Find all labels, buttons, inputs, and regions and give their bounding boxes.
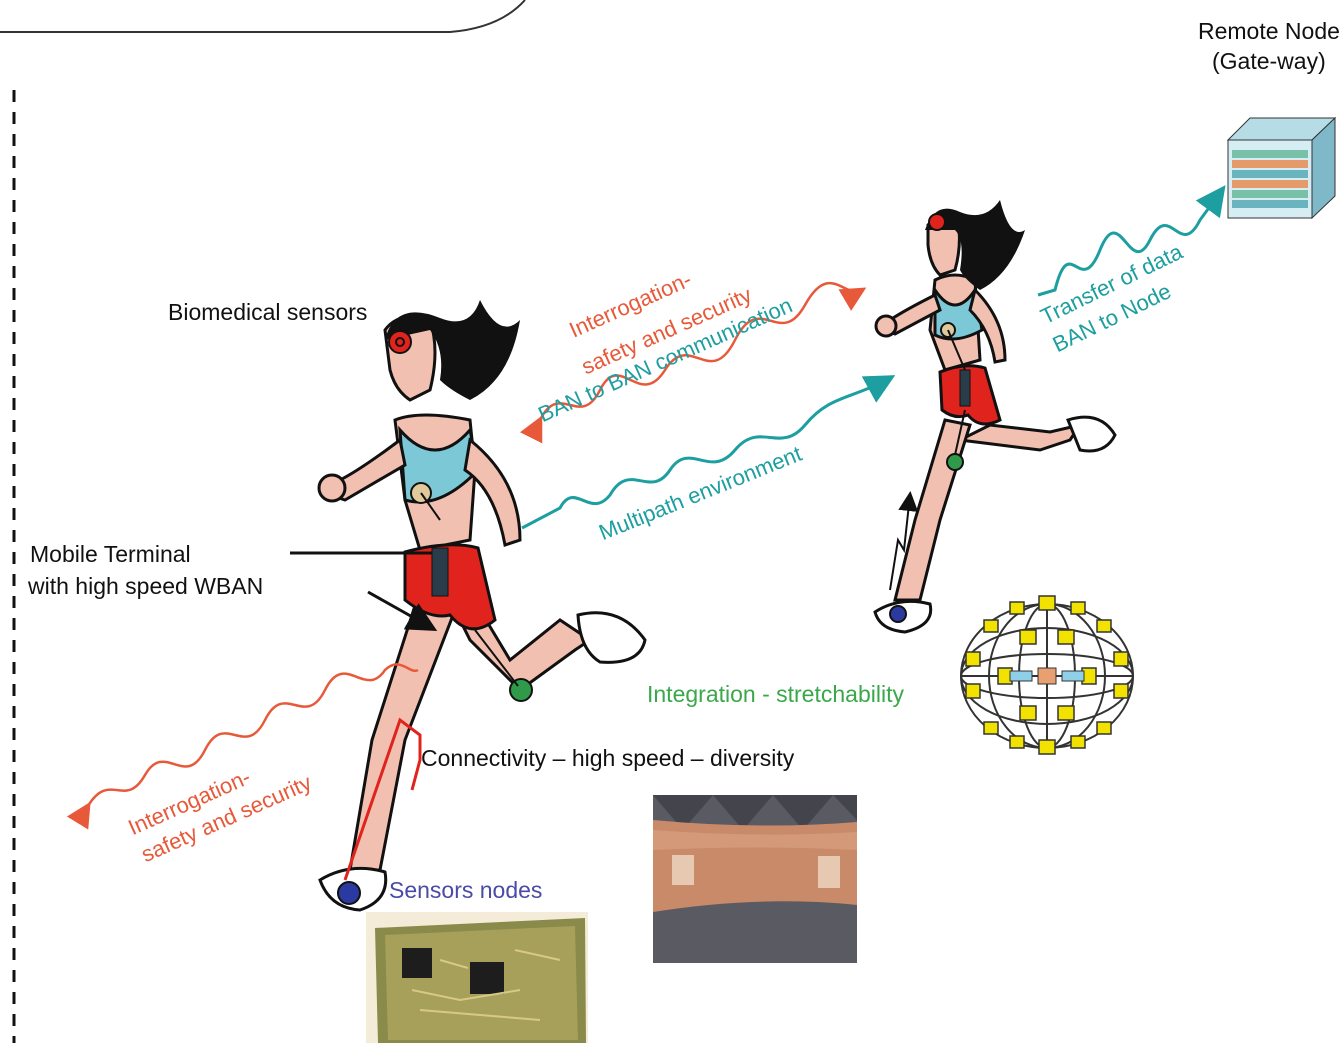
remote-node-cube [1228,118,1335,218]
integration-label: Integration - stretchability [647,681,904,708]
biomedical-sensors-label: Biomedical sensors [168,299,367,326]
top-callout-curve [0,0,525,32]
runner-small [875,200,1115,632]
sensor-board-photo [366,912,588,1043]
arm-sensor-photo [653,795,857,963]
stretchable-mesh [961,596,1133,754]
connectivity-label: Connectivity – high speed – diversity [421,745,794,772]
mobile-terminal-label: Mobile Terminal [30,541,191,568]
sensors-nodes-label: Sensors nodes [389,877,542,904]
gateway-label: (Gate-way) [1212,48,1326,75]
remote-node-label: Remote Node [1198,18,1339,45]
mobile-terminal-sub-label: with high speed WBAN [28,573,263,600]
